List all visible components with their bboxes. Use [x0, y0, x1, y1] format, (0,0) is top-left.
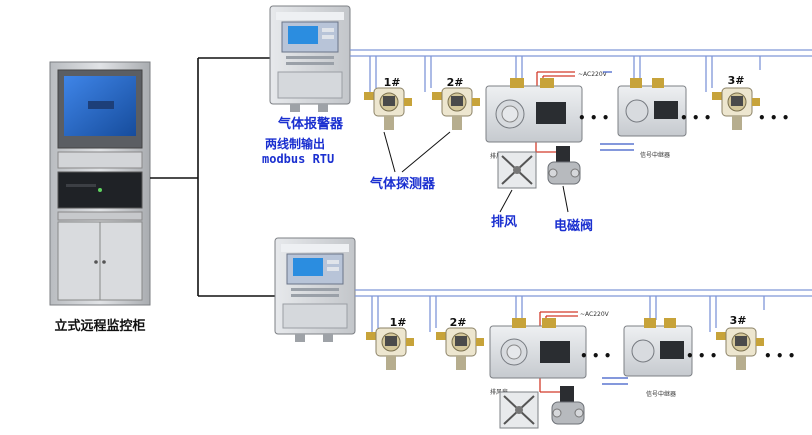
cabinet-label: 立式远程监控柜 [54, 318, 145, 334]
ellipsis-top-2: • • • [680, 111, 711, 125]
ellipsis-bottom-3: • • • [764, 349, 795, 363]
gas-alarm-controller-top [269, 5, 351, 112]
relay-box-bottom [623, 318, 693, 377]
relay-box-top [617, 78, 687, 137]
detector-1-tag-bottom: 1# [390, 316, 407, 329]
gas-detector-1-top [364, 87, 412, 130]
detector-3-tag-bottom: 3# [730, 314, 747, 327]
ac-label-bottom: ~AC220V [580, 311, 610, 318]
exhaust-label: 排风 [491, 214, 517, 230]
signal-lines-bottom [602, 377, 628, 385]
detector-1-tag-top: 1# [384, 76, 401, 89]
detector-3-tag-top: 3# [728, 74, 745, 87]
output-label-line2: modbus RTU [262, 152, 334, 166]
power-lines-bottom [539, 311, 578, 393]
control-box-top [485, 78, 583, 143]
signal-tag-top: 信号中继器 [640, 151, 670, 159]
exhaust-fan-top [497, 151, 537, 189]
solenoid-valve-bottom [551, 386, 585, 425]
gas-detector-3-top [712, 87, 760, 130]
gas-detector-3-bottom [716, 327, 764, 370]
output-label-line1: 两线制输出 [265, 136, 325, 151]
signal-lines-top [600, 143, 634, 151]
solenoid-valve-top [547, 146, 581, 185]
signal-tag-bottom: 信号中继器 [646, 390, 676, 398]
detector-pointer-lines [383, 131, 569, 213]
bus-lines-bottom [355, 289, 812, 332]
ac-label-top: ~AC220V [578, 71, 608, 78]
detector-2-tag-bottom: 2# [450, 316, 467, 329]
ellipsis-top-3: • • • [758, 111, 789, 125]
alarm-label: 气体报警器 [278, 116, 344, 132]
control-box-bottom [489, 318, 587, 379]
bus-lines-top [350, 49, 812, 92]
remote-monitoring-cabinet [49, 61, 151, 306]
ellipsis-bottom-2: • • • [686, 349, 717, 363]
gas-detector-1-bottom [366, 327, 414, 370]
detector-2-tag-top: 2# [447, 76, 464, 89]
ellipsis-bottom-1: • • • [580, 349, 611, 363]
trunk-lines [150, 57, 275, 297]
gas-detector-2-bottom [436, 327, 484, 370]
exhaust-fan-bottom [499, 391, 539, 429]
solenoid-label: 电磁阀 [554, 218, 593, 234]
gas-alarm-controller-bottom [274, 237, 356, 342]
ellipsis-top-1: • • • [578, 111, 609, 125]
detector-label: 气体探测器 [370, 176, 436, 192]
fan-tag-bottom: 排风扇 [490, 388, 508, 396]
gas-detector-2-top [432, 87, 480, 130]
